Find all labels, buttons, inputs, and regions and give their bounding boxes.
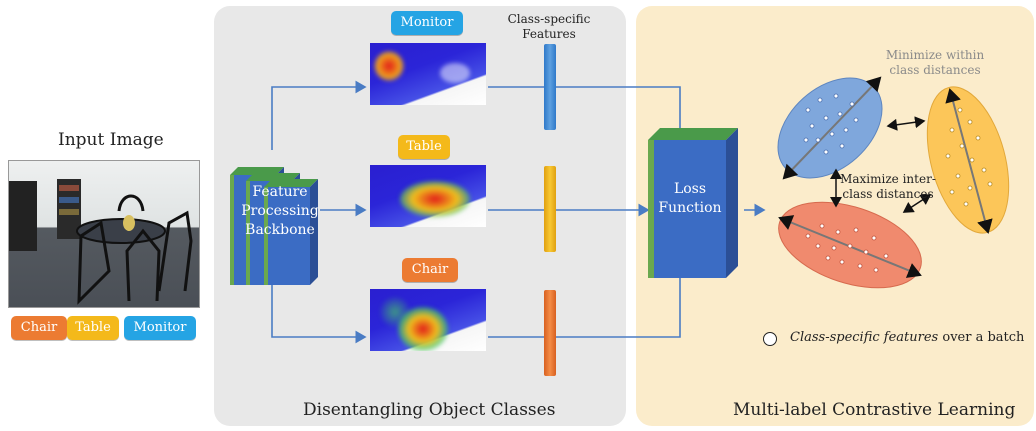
- branch-tag-monitor: Monitor: [391, 11, 463, 35]
- loss-function-block: [648, 128, 738, 278]
- cluster-table: [926, 86, 1010, 234]
- backbone-label-line3: Backbone: [245, 222, 315, 238]
- backbone-label: Feature Processing Backbone: [236, 183, 324, 240]
- feature-bar-chair: [544, 290, 556, 376]
- input-image: [8, 160, 200, 308]
- features-label-line1: Class-specific: [507, 12, 591, 26]
- contrastive-title: Multi-label Contrastive Learning: [733, 400, 1016, 420]
- loss-label-line1: Loss: [673, 181, 707, 197]
- inter-line2: class distances: [842, 187, 934, 201]
- backbone-block: [230, 145, 322, 295]
- tag-chair: Chair: [11, 316, 67, 340]
- features-label: Class-specific Features: [504, 12, 594, 42]
- legend-rest: over a batch: [938, 330, 1025, 345]
- inter-line1: Maximize inter-: [840, 172, 936, 186]
- features-label-line2: Features: [522, 27, 576, 41]
- tag-table: Table: [67, 316, 119, 340]
- inter-class-annotation: Maximize inter- class distances: [838, 172, 938, 202]
- feature-map-chair: [370, 289, 486, 351]
- feature-bar-table: [544, 166, 556, 252]
- loss-function-label: Loss Function: [654, 180, 726, 218]
- within-line2: class distances: [889, 63, 981, 77]
- legend-italic: Class-specific features: [790, 330, 939, 345]
- backbone-label-line2: Processing: [241, 203, 319, 219]
- disentangle-title: Disentangling Object Classes: [303, 400, 556, 420]
- feature-map-monitor: [370, 43, 486, 105]
- legend-circle-icon: [763, 332, 777, 346]
- loss-label-line2: Function: [658, 200, 722, 216]
- within-line1: Minimize within: [885, 48, 985, 62]
- legend-text: Class-specific features over a batch: [790, 330, 1024, 345]
- cluster-monitor: [777, 76, 883, 180]
- input-image-title: Input Image: [58, 130, 164, 150]
- within-class-annotation: Minimize within class distances: [876, 48, 994, 78]
- branch-tag-chair: Chair: [402, 258, 458, 282]
- feature-bar-monitor: [544, 44, 556, 130]
- branch-tag-table: Table: [398, 135, 450, 159]
- feature-map-table: [370, 165, 486, 227]
- backbone-label-line1: Feature: [252, 184, 308, 200]
- room-scene-illustration: [9, 179, 193, 305]
- tag-monitor: Monitor: [124, 316, 196, 340]
